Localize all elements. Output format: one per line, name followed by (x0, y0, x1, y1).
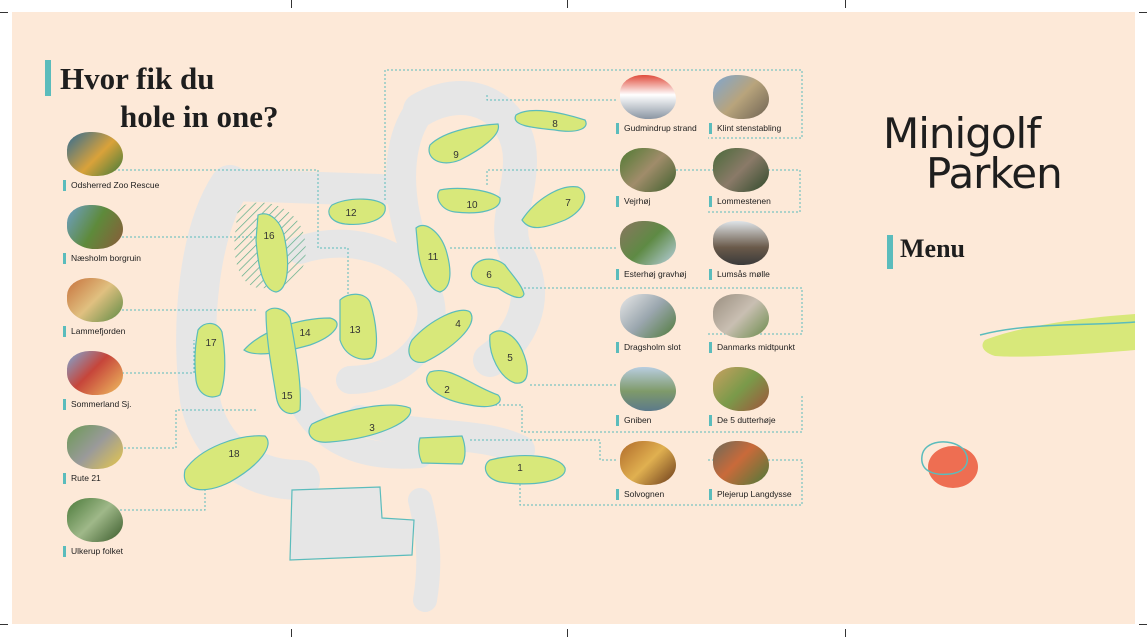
crop-mark (291, 0, 292, 8)
hole-number-4: 4 (455, 319, 461, 330)
location-label: Esterhøj gravhøj (616, 269, 686, 280)
hole-4 (408, 309, 473, 364)
hole-9 (428, 123, 499, 164)
hole-number-17: 17 (205, 338, 217, 349)
location-photo (67, 132, 123, 176)
location-label: Solvognen (616, 489, 664, 500)
location-label: Lommestenen (709, 196, 771, 207)
shelter-outline (289, 486, 415, 561)
hole-number-7: 7 (565, 198, 571, 209)
location-label: Sommerland Sj. (63, 399, 131, 410)
hole-8 (514, 109, 587, 132)
hole-number-14: 14 (299, 328, 311, 339)
location-label: Vejrhøj (616, 196, 650, 207)
hole-number-9: 9 (453, 150, 459, 161)
decor-swoosh-line (979, 321, 1136, 336)
location-photo (620, 294, 676, 338)
location-photo (67, 278, 123, 322)
location-label: Plejerup Langdysse (709, 489, 792, 500)
location-photo (67, 498, 123, 542)
location-label: Gniben (616, 415, 651, 426)
hole-number-10: 10 (466, 200, 478, 211)
location-label: Lumsås mølle (709, 269, 770, 280)
location-photo (713, 221, 769, 265)
hole-number-13: 13 (349, 325, 361, 336)
location-photo (620, 221, 676, 265)
hole-number-16: 16 (263, 231, 275, 242)
hole-18 (183, 435, 269, 491)
decor-orange-dot (928, 446, 978, 488)
crop-mark (567, 629, 568, 637)
hole-15 (265, 307, 301, 415)
hole-number-1: 1 (517, 463, 523, 474)
hole-7 (521, 186, 586, 229)
crop-mark (0, 624, 8, 625)
hole-number-18: 18 (228, 449, 240, 460)
crop-mark (0, 12, 8, 13)
hole-number-6: 6 (486, 270, 492, 281)
location-label: Næsholm borgruin (63, 253, 141, 264)
crop-mark (845, 629, 846, 637)
hole-10 (437, 187, 501, 214)
hole-numbers: 1 2 3 4 5 6 7 8 9 10 11 12 13 14 15 16 1… (205, 119, 571, 474)
crop-mark (567, 0, 568, 8)
hole-number-11: 11 (428, 252, 439, 263)
hole-12 (328, 198, 386, 225)
location-photo (713, 75, 769, 119)
location-label: Rute 21 (63, 473, 101, 484)
location-label: Lammefjorden (63, 326, 125, 337)
hole-11 (415, 224, 451, 293)
menu-heading[interactable]: Menu (900, 234, 965, 263)
hole-16 (255, 213, 289, 293)
location-photo (67, 205, 123, 249)
hole-number-12: 12 (345, 208, 357, 219)
location-label: De 5 dutterhøje (709, 415, 776, 426)
location-label: Klint stenstabling (709, 123, 781, 134)
crop-mark (1139, 624, 1147, 625)
location-label: Ulkerup folket (63, 546, 123, 557)
walking-paths (176, 81, 545, 612)
location-photo (713, 148, 769, 192)
hole-2 (426, 370, 501, 408)
menu-accent (887, 235, 893, 269)
location-label: Dragsholm slot (616, 342, 681, 353)
location-label: Danmarks midtpunkt (709, 342, 795, 353)
location-label: Odsherred Zoo Rescue (63, 180, 159, 191)
crop-mark (291, 629, 292, 637)
page-title-line1: Hvor fik du (60, 61, 215, 96)
page-title-line2: hole in one? (120, 99, 279, 134)
location-photo (713, 294, 769, 338)
crop-mark (845, 0, 846, 8)
brand-line1: Minigolf (883, 109, 1041, 158)
location-photo (620, 367, 676, 411)
hole-number-8: 8 (552, 119, 558, 130)
hole-1 (484, 455, 566, 485)
hole-number-5: 5 (507, 353, 513, 364)
hole-3 (308, 404, 412, 443)
holes (183, 109, 587, 491)
hole-6 (470, 258, 525, 299)
location-photo (67, 351, 123, 395)
hole-5 (489, 330, 528, 384)
location-photo (620, 441, 676, 485)
location-photo (620, 148, 676, 192)
hole-17 (194, 322, 226, 398)
hole-number-3: 3 (369, 423, 375, 434)
brand-line2: Parken (926, 149, 1063, 198)
hole-number-15: 15 (281, 391, 293, 402)
title-accent (45, 60, 51, 96)
location-photo (620, 75, 676, 119)
location-label: Gudmindrup strand (616, 123, 697, 134)
hole-unnumbered (418, 435, 466, 465)
location-photo (713, 441, 769, 485)
connector-lines (110, 69, 803, 511)
decor-green-swoosh (982, 314, 1135, 357)
location-photo (67, 425, 123, 469)
location-photo (713, 367, 769, 411)
decor-ring (921, 441, 969, 476)
hole-number-2: 2 (444, 385, 450, 396)
crop-mark (1139, 12, 1147, 13)
hole-13 (339, 293, 378, 360)
